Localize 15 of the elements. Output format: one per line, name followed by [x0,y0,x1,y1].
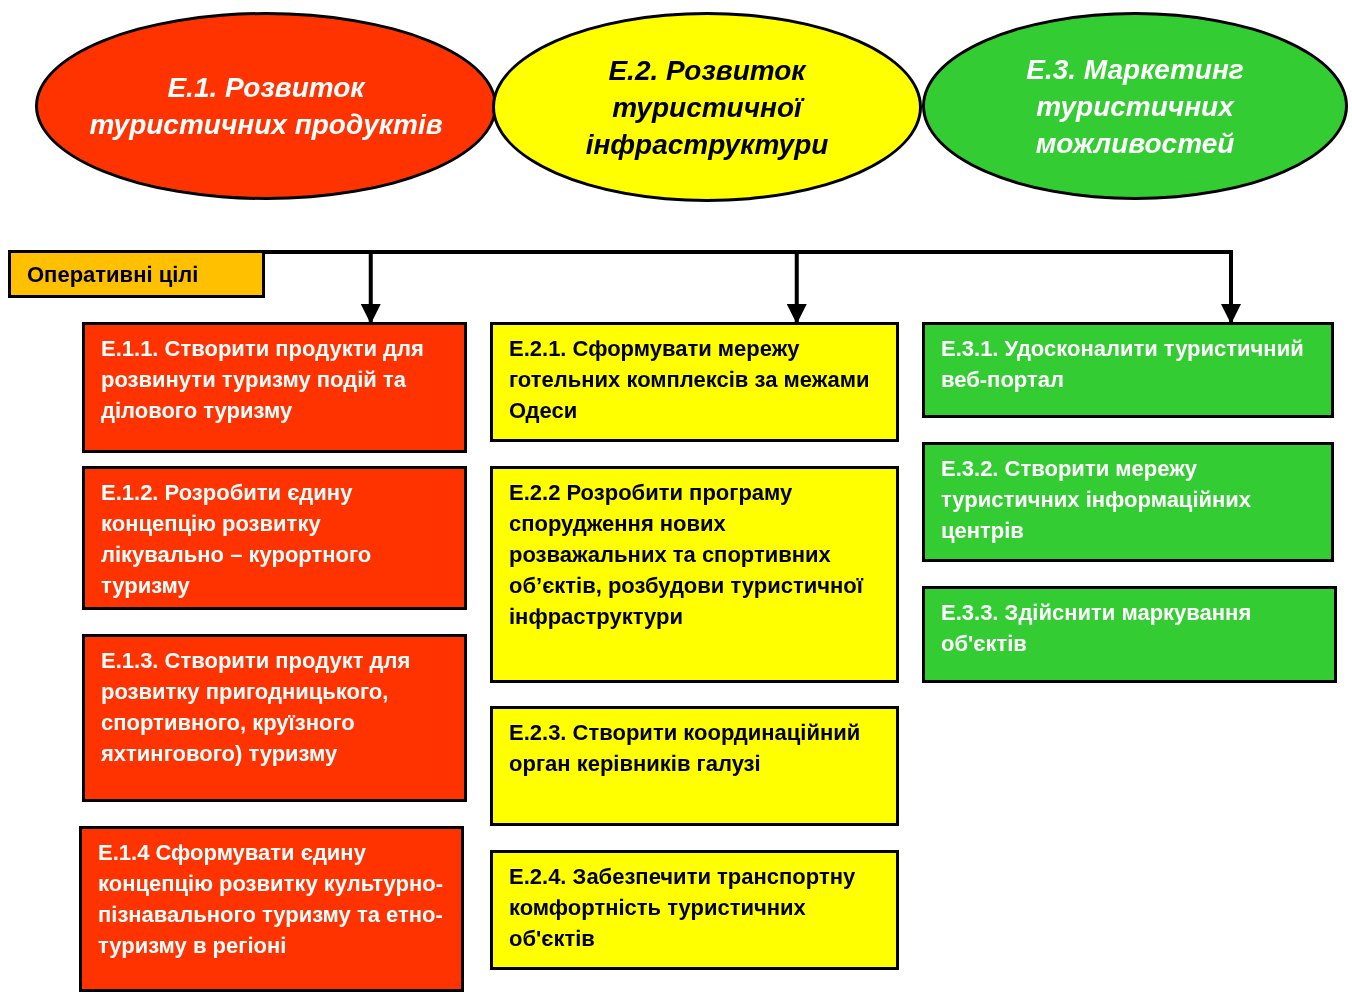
goal-ellipse: Е.2. Розвиток туристичної інфраструктури [492,12,922,202]
goal-ellipse: Е.3. Маркетинг туристичних можливостей [922,12,1348,200]
goal-box: Е.2.1. Сформувати мережу готельних комплексів за межами Одеси [490,322,899,442]
heading-box: Оперативні цілі [8,250,265,298]
goal-box: Е.2.2 Розробити програму спорудження нових розважальних та спортивних об’єктів, розбудови туристичної інфраструктури [490,466,899,683]
goal-box: Е.1.3. Створити продукт для розвитку пригодницького, спортивного, круїзного яхтингового) туризму [82,634,467,802]
goal-box: Е.1.4 Сформувати єдину концепцію розвитку культурно-пізнавального туризму та етно-туризму в регіоні [79,826,464,992]
goal-box: Е.3.2. Створити мережу туристичних інформаційних центрів [922,442,1334,562]
goal-box: Е.1.2. Розробити єдину концепцію розвитку лікувально – курортного туризму [82,466,467,610]
goal-box: Е.2.3. Створити координаційний орган керівників галузі [490,706,899,826]
goal-box: Е.3.3. Здійснити маркування об'єктів [922,586,1337,683]
goal-box: Е.2.4. Забезпечити транспортну комфортність туристичних об'єктів [490,850,899,970]
goal-box: Е.1.1. Створити продукти для розвинути туризму подій та ділового туризму [82,322,467,453]
goal-ellipse: Е.1. Розвиток туристичних продуктів [35,12,497,200]
goal-box: Е.3.1. Удосконалити туристичний веб-портал [922,322,1334,418]
